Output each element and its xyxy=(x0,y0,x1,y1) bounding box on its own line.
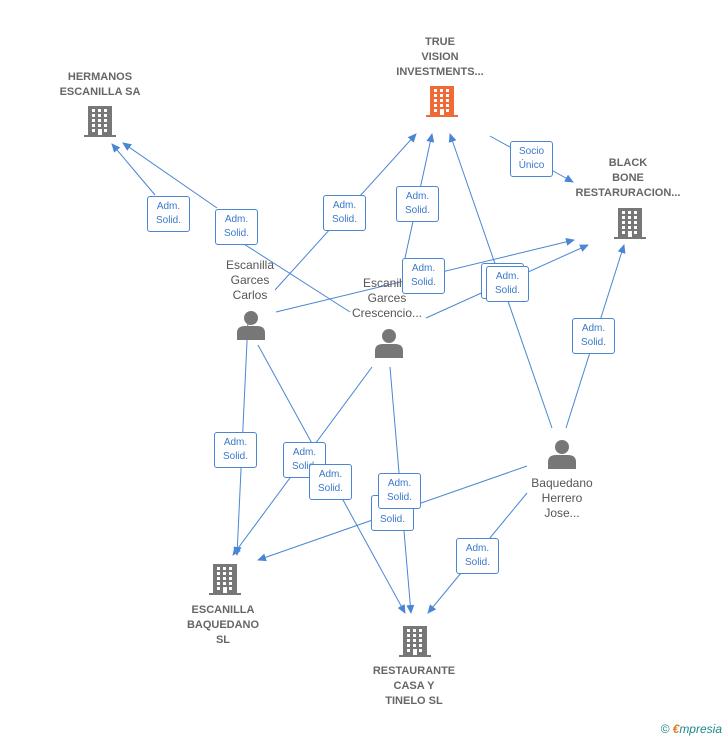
label-line: Escanilla xyxy=(225,258,275,272)
label-line: Adm. xyxy=(332,200,357,211)
label-line: Adm. xyxy=(223,437,248,448)
edge-line xyxy=(111,143,156,196)
edge-label-adm-solid[interactable]: Adm. Solid. xyxy=(396,186,439,222)
label-line: Garces xyxy=(230,273,270,287)
label-line: Adm. xyxy=(318,469,343,480)
edge-label-adm-solid[interactable]: Adm. Solid. xyxy=(215,209,258,245)
label-line: HERMANOS xyxy=(67,71,133,83)
label-line: RESTARURACION... xyxy=(575,187,681,199)
label-line: VISION xyxy=(421,51,459,63)
label-line: Único xyxy=(518,160,545,171)
edge-label-adm-solid[interactable]: Adm. Solid. xyxy=(214,432,257,468)
label-line: Jose... xyxy=(544,506,580,520)
edge-label-adm-solid[interactable]: Adm. Solid. xyxy=(572,318,615,354)
label-line: INVESTMENTS... xyxy=(396,66,484,78)
label-line: SL xyxy=(215,634,231,646)
label-line: Adm. xyxy=(292,447,317,458)
edge-label-adm-solid[interactable]: Adm. Solid. xyxy=(147,196,190,232)
label-line: Solid. xyxy=(155,215,181,226)
label-line: Solid. xyxy=(404,205,430,216)
edge-label-adm-solid[interactable]: Adm. Solid. xyxy=(378,473,421,509)
label-line: BAQUEDANO xyxy=(186,619,260,631)
edge-label-adm-solid[interactable]: Adm. Solid. xyxy=(486,266,529,302)
label-line: ESCANILLA SA xyxy=(59,86,141,98)
label-line: TRUE xyxy=(425,36,455,48)
label-line: Solid. xyxy=(410,277,436,288)
label-line: ESCANILLA xyxy=(191,604,255,616)
edge-label-adm-solid[interactable]: Adm. Solid. xyxy=(309,464,352,500)
label-line: Adm. xyxy=(405,191,430,202)
edge-line xyxy=(122,142,218,209)
label-line: Solid. xyxy=(386,492,412,503)
copyright-symbol: © xyxy=(660,722,670,736)
label-line: Solid. xyxy=(223,228,249,239)
label-line: Solid. xyxy=(291,461,317,472)
label-line: Solid. xyxy=(580,337,606,348)
edge-label-adm-solid[interactable]: Adm. Solid. xyxy=(456,538,499,574)
label-line: Socio xyxy=(518,146,544,157)
label-line: Solid. xyxy=(379,514,405,525)
building-icon[interactable] xyxy=(209,564,241,595)
empresia-logo-e: € xyxy=(672,722,680,736)
label-line: BLACK xyxy=(608,157,648,169)
label-line: Adm. xyxy=(465,543,490,554)
label-line: CASA Y xyxy=(393,680,435,692)
empresia-logo: €mpresia xyxy=(673,722,722,736)
building-icon[interactable] xyxy=(84,106,116,137)
label-line: Solid. xyxy=(464,557,490,568)
label-line: TINELO SL xyxy=(385,695,443,707)
label-line: Solid. xyxy=(317,483,343,494)
node-restaurante-label[interactable]: RESTAURANTE CASA Y TINELO SL xyxy=(352,664,476,709)
label-line: Solid. xyxy=(494,285,520,296)
building-icon[interactable] xyxy=(399,626,431,657)
label-line: Adm. xyxy=(411,263,436,274)
node-hermanos-escanilla-label[interactable]: HERMANOS ESCANILLA SA xyxy=(38,70,162,100)
edge-label-adm-solid[interactable]: Adm. Solid. xyxy=(402,258,445,294)
label-line: Escanilla xyxy=(362,276,412,290)
label-line: BONE xyxy=(612,172,644,184)
label-line: RESTAURANTE xyxy=(372,665,456,677)
empresia-logo-text: mpresia xyxy=(679,722,722,736)
label-line: Garces xyxy=(367,291,407,305)
label-line: Solid. xyxy=(331,214,357,225)
building-icon[interactable] xyxy=(614,208,646,239)
icons-layer xyxy=(84,86,646,657)
building-icon[interactable] xyxy=(426,86,458,117)
node-black-bone-label[interactable]: BLACK BONE RESTARURACION... xyxy=(562,156,694,201)
footer-brand: ©€mpresia xyxy=(661,722,722,736)
label-line: Carlos xyxy=(232,288,268,302)
person-icon[interactable] xyxy=(375,329,403,358)
label-line: Adm. xyxy=(387,478,412,489)
label-line: Herrero xyxy=(541,491,583,505)
label-line: Adm. xyxy=(156,201,181,212)
label-line: Adm. xyxy=(224,214,249,225)
edge-line xyxy=(232,236,351,313)
node-true-vision-label[interactable]: TRUE VISION INVESTMENTS... xyxy=(378,35,502,80)
label-line: Crescencio... xyxy=(351,306,423,320)
person-icon[interactable] xyxy=(237,311,265,340)
label-line: Adm. xyxy=(495,271,520,282)
label-line: Adm. xyxy=(581,323,606,334)
node-escanilla-baquedano-label[interactable]: ESCANILLA BAQUEDANO SL xyxy=(163,603,283,648)
label-line: Baquedano xyxy=(531,476,593,490)
person-icon[interactable] xyxy=(548,440,576,469)
edge-label-adm-solid[interactable]: Adm. Solid. xyxy=(323,195,366,231)
label-line: Solid. xyxy=(222,451,248,462)
